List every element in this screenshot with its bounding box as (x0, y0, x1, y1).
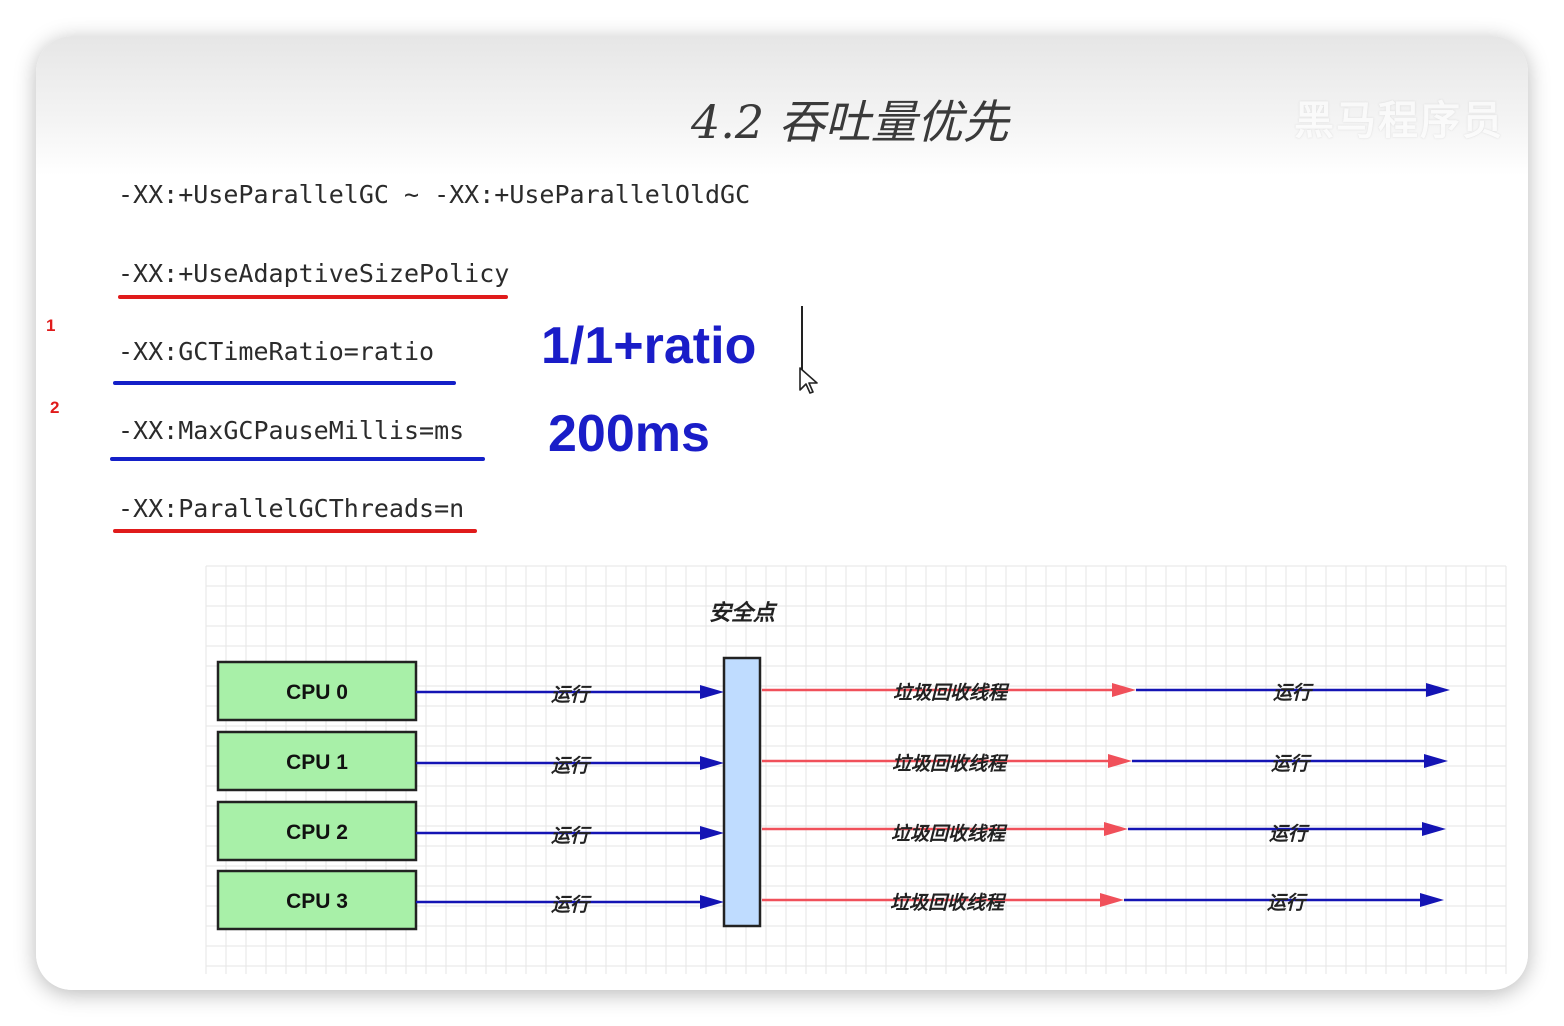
pause-value-note: 200ms (548, 405, 710, 463)
underline-max-gc-pause-millis (110, 457, 485, 461)
run-arrow-3-head (700, 895, 724, 909)
cpu-label-3: CPU 3 (286, 890, 348, 913)
run-label-2: 运行 (551, 825, 592, 847)
resume-label-1: 运行 (1271, 753, 1312, 775)
flag-max-gc-pause-millis: -XX:MaxGCPauseMillis=ms (118, 416, 465, 445)
safepoint-label: 安全点 (709, 600, 778, 626)
ratio-formula-note: 1/1+ratio (541, 317, 757, 375)
mouse-pointer-icon (799, 367, 818, 394)
cpu-box-2 (216, 800, 418, 862)
run-arrow-1-head (700, 756, 724, 770)
gc-arrow-1-head (1108, 754, 1132, 768)
run-arrow-0-head (700, 685, 724, 699)
gc-label-0: 垃圾回收线程 (893, 682, 1010, 704)
gc-arrow-3-head (1100, 893, 1124, 907)
resume-arrow-1-head (1424, 754, 1448, 768)
gc-arrow-0-head (1112, 683, 1136, 697)
flag-gc-time-ratio: -XX:GCTimeRatio=ratio (118, 337, 435, 366)
run-label-0: 运行 (551, 684, 592, 706)
run-label-3: 运行 (551, 894, 592, 916)
watermark-logo: 黑马程序员 (1294, 98, 1504, 144)
underline-adaptive-size-policy (118, 295, 508, 299)
gc-arrow-2-head (1104, 822, 1128, 836)
cpu-label-2: CPU 2 (286, 821, 348, 844)
marker-1: 1 (46, 316, 56, 335)
underline-parallel-gc-threads (113, 529, 477, 533)
resume-arrow-2-head (1422, 822, 1446, 836)
cpu-box-3 (216, 869, 418, 931)
cpu-label-0: CPU 0 (286, 681, 348, 704)
marker-2: 2 (50, 398, 60, 417)
run-label-1: 运行 (551, 755, 592, 777)
resume-arrow-0-head (1426, 683, 1450, 697)
underline-gc-time-ratio (113, 381, 456, 385)
flag-adaptive-size-policy: -XX:+UseAdaptiveSizePolicy (118, 259, 510, 288)
slide-title: 4.2 吞吐量优先 (691, 95, 1009, 149)
resume-arrow-3-head (1420, 893, 1444, 907)
text-cursor (801, 306, 803, 370)
cpu-label-1: CPU 1 (286, 751, 348, 774)
resume-label-0: 运行 (1273, 682, 1314, 704)
resume-label-2: 运行 (1269, 823, 1310, 845)
resume-label-3: 运行 (1267, 892, 1308, 914)
gc-label-2: 垃圾回收线程 (891, 823, 1008, 845)
flag-parallel-gc: -XX:+UseParallelGC ~ -XX:+UseParallelOld… (118, 180, 751, 209)
run-arrow-2-head (700, 826, 724, 840)
safepoint-bar (722, 656, 762, 928)
cpu-box-0 (216, 660, 418, 722)
gc-label-1: 垃圾回收线程 (892, 753, 1009, 775)
gc-label-3: 垃圾回收线程 (890, 892, 1007, 914)
cpu-box-1 (216, 730, 418, 792)
slide: 4.2 吞吐量优先 黑马程序员 -XX:+UseParallelGC ~ -XX… (36, 36, 1528, 990)
flag-parallel-gc-threads: -XX:ParallelGCThreads=n (118, 494, 465, 523)
